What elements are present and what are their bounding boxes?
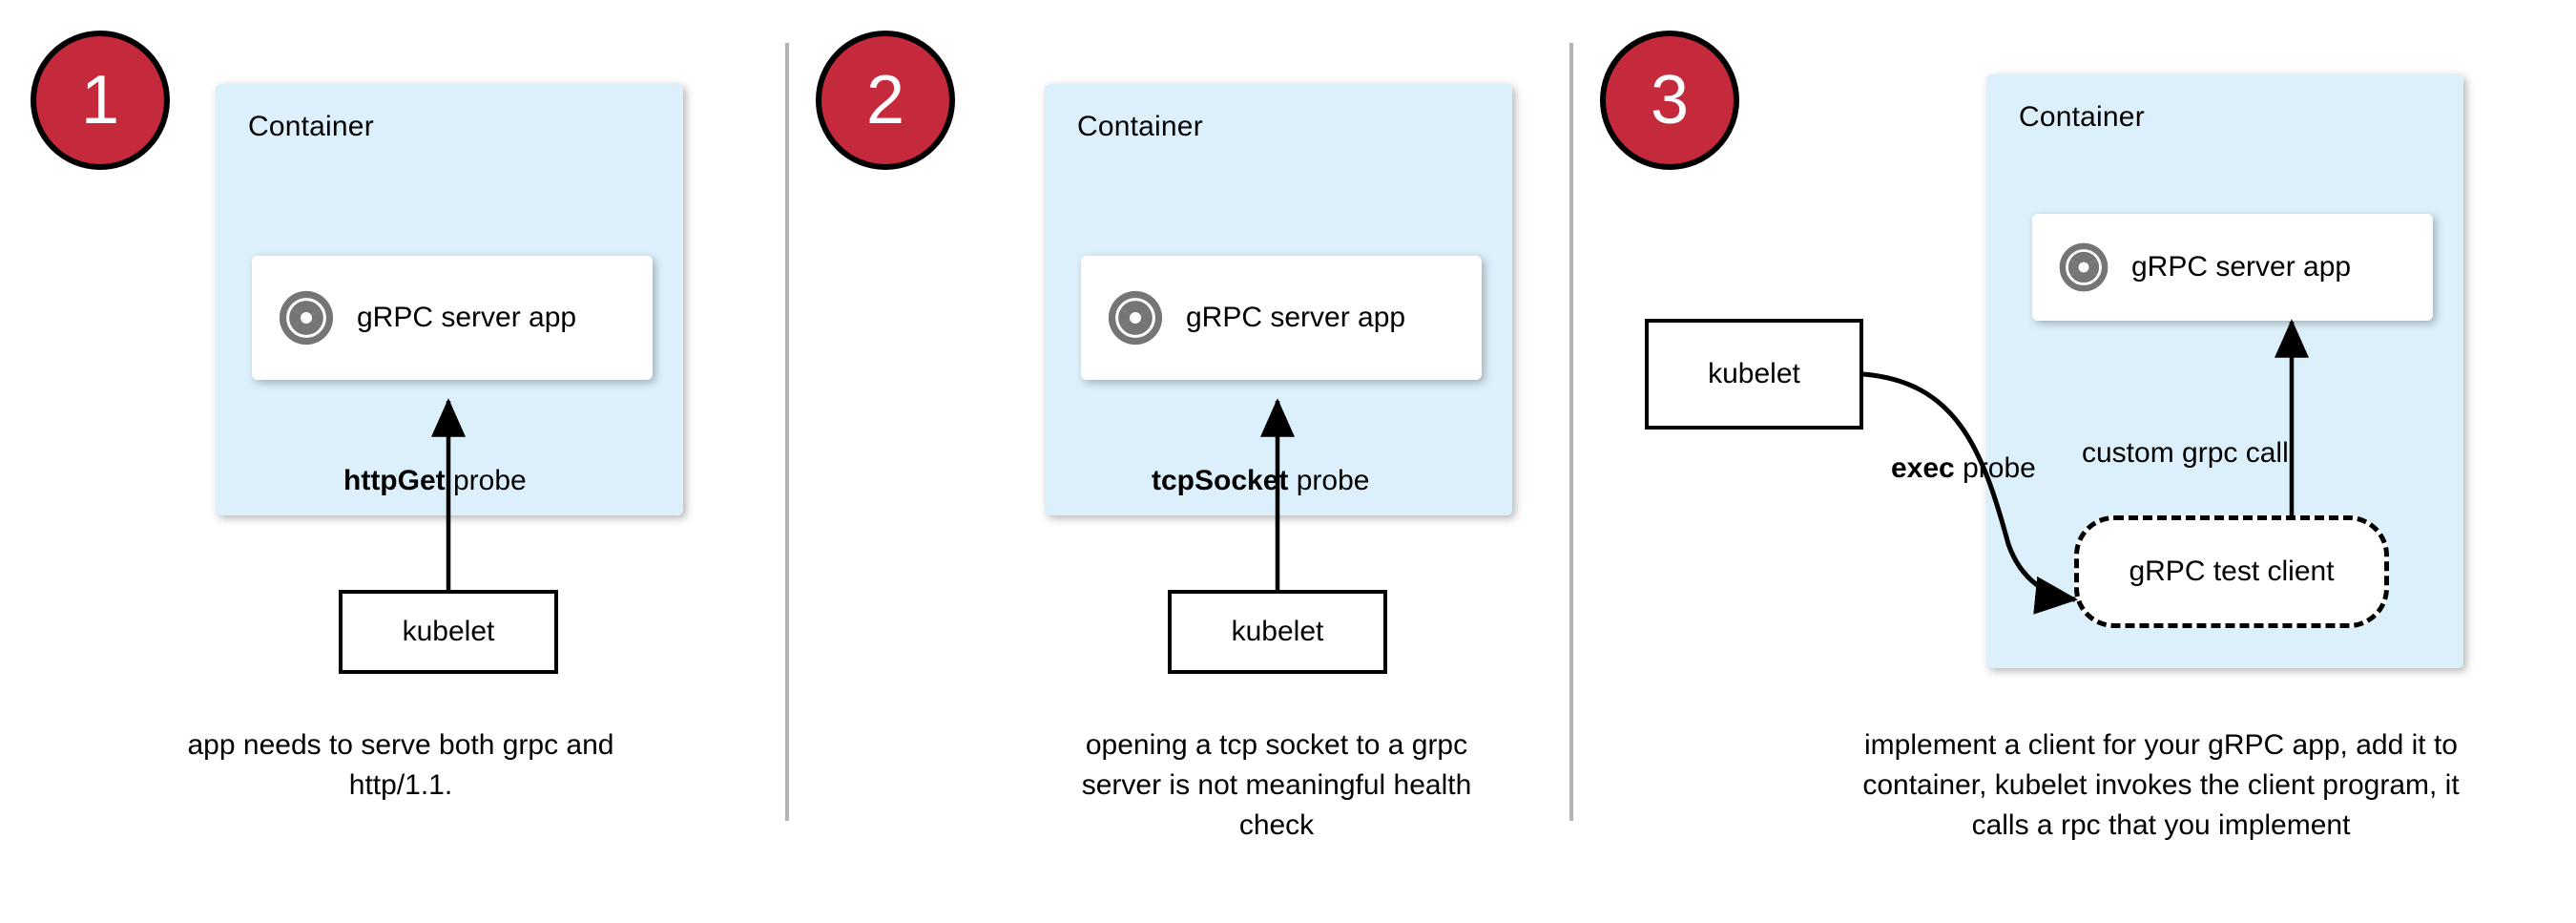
kubelet-box-2[interactable]: kubelet	[1168, 590, 1387, 674]
container-box-1: Container gRPC	[216, 84, 683, 515]
container-label: Container	[1077, 111, 1203, 142]
panel-divider-2	[1569, 43, 1573, 821]
panel-step-3: 3 Container	[1569, 0, 2576, 923]
panel-step-2: 2 Container	[785, 0, 1569, 923]
panel-step-1: 1 Container	[0, 0, 785, 923]
probe-label-2: tcpSocket probe	[1152, 465, 1369, 497]
step-badge-2: 2	[816, 31, 955, 170]
grpc-server-app-card-2[interactable]: gRPC server app	[1081, 256, 1482, 380]
probe-label-keyword: tcpSocket	[1152, 465, 1289, 496]
caption-2: opening a tcp socket to a grpc server is…	[1081, 729, 1472, 841]
step-badge-1: 1	[31, 31, 170, 170]
probe-label-1: httpGet probe	[343, 465, 527, 497]
panel-divider-1	[785, 43, 789, 821]
kubelet-box-1[interactable]: kubelet	[339, 590, 558, 674]
probe-label-keyword: exec	[1891, 452, 1955, 484]
grpc-server-app-card-3[interactable]: gRPC server app	[2032, 214, 2433, 321]
step-badge-number: 3	[1650, 62, 1690, 138]
container-label: Container	[2019, 101, 2145, 133]
grpc-server-app-label: gRPC server app	[357, 302, 577, 333]
probe-label-suffix: probe	[1288, 465, 1370, 496]
probe-label-keyword: httpGet	[343, 465, 446, 496]
grpc-test-client-box[interactable]: gRPC test client	[2074, 515, 2389, 628]
kubelet-label: kubelet	[1231, 616, 1324, 647]
grpc-server-app-label: gRPC server app	[2131, 251, 2352, 283]
grpc-test-client-label: gRPC test client	[2129, 556, 2335, 587]
container-box-3: Container gRPC server	[1986, 74, 2463, 668]
grpc-aperture-icon	[279, 290, 334, 346]
kubelet-box-3[interactable]: kubelet	[1645, 319, 1863, 430]
grpc-aperture-icon	[2059, 242, 2109, 292]
exec-probe-label: exec probe	[1891, 452, 2036, 485]
grpc-server-app-label: gRPC server app	[1186, 302, 1406, 333]
caption-1: app needs to serve both grpc and http/1.…	[187, 729, 614, 801]
step-badge-3: 3	[1600, 31, 1739, 170]
container-box-2: Container gRPC server	[1045, 84, 1512, 515]
step-badge-number: 2	[865, 62, 905, 138]
caption-3: implement a client for your gRPC app, ad…	[1862, 729, 2460, 841]
grpc-server-app-card-1[interactable]: gRPC server app	[252, 256, 653, 380]
probe-label-suffix: probe	[1954, 452, 2036, 484]
container-label: Container	[248, 111, 374, 142]
step-badge-number: 1	[80, 62, 120, 138]
kubelet-label: kubelet	[1708, 358, 1800, 389]
grpc-aperture-icon	[1108, 290, 1163, 346]
kubelet-label: kubelet	[402, 616, 495, 647]
probe-label-suffix: probe	[445, 465, 527, 496]
custom-grpc-call-label: custom grpc call	[2082, 437, 2289, 469]
